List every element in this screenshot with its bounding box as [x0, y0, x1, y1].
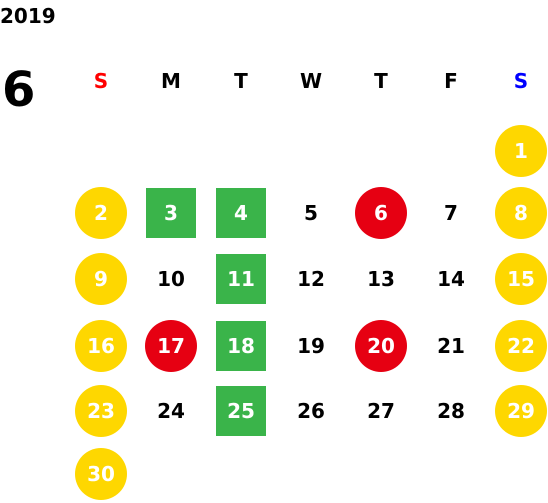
day-number: 15: [495, 253, 547, 305]
day-number: 4: [216, 188, 266, 238]
calendar-day-cell[interactable]: 25: [215, 385, 267, 437]
weekday-header-sun: S: [93, 69, 109, 93]
day-number: 6: [355, 187, 407, 239]
weekday-header-mon: M: [161, 69, 181, 93]
day-number: 23: [75, 385, 127, 437]
day-number: 1: [495, 125, 547, 177]
calendar-day-cell[interactable]: 12: [285, 253, 337, 305]
day-number: 21: [437, 334, 465, 358]
calendar-day-cell[interactable]: 6: [355, 187, 407, 239]
calendar-day-cell[interactable]: 2: [75, 187, 127, 239]
calendar-day-cell[interactable]: 22: [495, 320, 547, 372]
day-number: 7: [444, 201, 458, 225]
calendar-day-cell[interactable]: 20: [355, 320, 407, 372]
calendar-day-cell[interactable]: 7: [425, 187, 477, 239]
calendar-day-cell[interactable]: 29: [495, 385, 547, 437]
calendar-day-cell[interactable]: 8: [495, 187, 547, 239]
day-number: 2: [75, 187, 127, 239]
calendar-day-cell[interactable]: 10: [145, 253, 197, 305]
calendar-day-cell[interactable]: 17: [145, 320, 197, 372]
day-number: 22: [495, 320, 547, 372]
day-number: 10: [157, 267, 185, 291]
calendar-day-cell[interactable]: 24: [145, 385, 197, 437]
day-number: 29: [495, 385, 547, 437]
day-number: 3: [146, 188, 196, 238]
weekday-header-wed: W: [299, 69, 323, 93]
day-number: 18: [216, 321, 266, 371]
weekday-header-thu: T: [374, 69, 388, 93]
calendar-year: 2019: [0, 4, 56, 28]
calendar-day-cell[interactable]: 1: [495, 125, 547, 177]
calendar-day-cell[interactable]: 13: [355, 253, 407, 305]
day-number: 9: [75, 253, 127, 305]
weekday-header-tue: T: [234, 69, 248, 93]
calendar-day-cell[interactable]: 30: [75, 448, 127, 500]
calendar-day-cell[interactable]: 9: [75, 253, 127, 305]
calendar-day-cell[interactable]: 16: [75, 320, 127, 372]
calendar-day-cell[interactable]: 4: [215, 187, 267, 239]
day-number: 13: [367, 267, 395, 291]
calendar-day-cell[interactable]: 21: [425, 320, 477, 372]
calendar-day-cell[interactable]: 3: [145, 187, 197, 239]
day-number: 27: [367, 399, 395, 423]
calendar-day-cell[interactable]: 23: [75, 385, 127, 437]
day-number: 17: [145, 320, 197, 372]
calendar-day-cell[interactable]: 19: [285, 320, 337, 372]
day-number: 8: [495, 187, 547, 239]
day-number: 24: [157, 399, 185, 423]
day-number: 26: [297, 399, 325, 423]
calendar-day-cell[interactable]: 18: [215, 320, 267, 372]
calendar-day-cell[interactable]: 5: [285, 187, 337, 239]
day-number: 30: [75, 448, 127, 500]
calendar-month: 6: [2, 62, 36, 118]
day-number: 20: [355, 320, 407, 372]
calendar-day-cell[interactable]: 11: [215, 253, 267, 305]
day-number: 11: [216, 254, 266, 304]
day-number: 5: [304, 201, 318, 225]
day-number: 25: [216, 386, 266, 436]
weekday-header-sat: S: [513, 69, 529, 93]
calendar-day-cell[interactable]: 14: [425, 253, 477, 305]
calendar-day-cell[interactable]: 27: [355, 385, 407, 437]
calendar-day-cell[interactable]: 15: [495, 253, 547, 305]
day-number: 14: [437, 267, 465, 291]
day-number: 28: [437, 399, 465, 423]
calendar-day-cell[interactable]: 26: [285, 385, 337, 437]
day-number: 12: [297, 267, 325, 291]
weekday-header-fri: F: [444, 69, 458, 93]
day-number: 19: [297, 334, 325, 358]
calendar-day-cell[interactable]: 28: [425, 385, 477, 437]
day-number: 16: [75, 320, 127, 372]
